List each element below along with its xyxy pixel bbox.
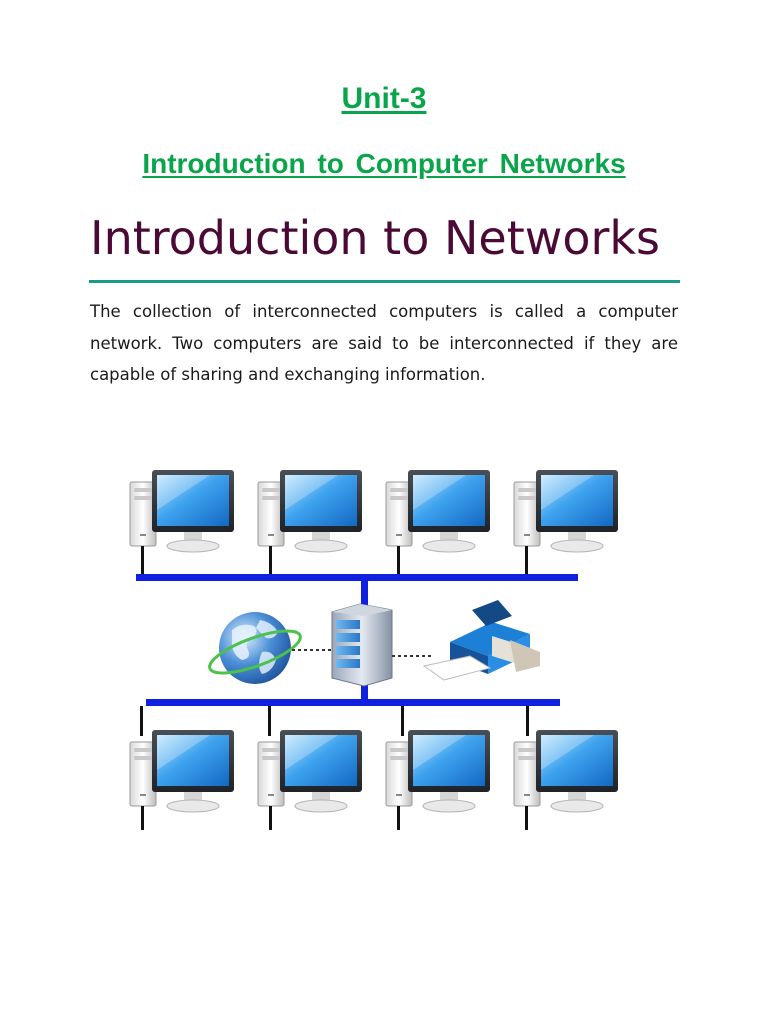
server-icon <box>331 603 393 687</box>
desktop-computer-icon <box>129 706 235 830</box>
globe-icon <box>208 612 302 684</box>
heading-divider <box>89 280 680 283</box>
unit-title: Unit-3 <box>341 82 427 115</box>
section-heading: Introduction to Networks <box>90 211 661 265</box>
desktop-computer-icon <box>513 469 619 577</box>
desktop-computer-icon <box>385 706 491 830</box>
desktop-computer-icon <box>257 469 363 577</box>
desktop-computer-icon <box>129 469 235 577</box>
top-bus-line <box>136 574 578 581</box>
document-subtitle: Introduction to Computer Networks <box>142 148 626 179</box>
desktop-computer-icon <box>385 469 491 577</box>
bottom-bus-line <box>146 699 560 706</box>
printer-icon <box>422 600 540 681</box>
desktop-computer-icon <box>257 706 363 830</box>
desktop-computer-icon <box>513 706 619 830</box>
intro-paragraph: The collection of interconnected compute… <box>90 302 678 384</box>
network-diagram <box>129 469 619 830</box>
